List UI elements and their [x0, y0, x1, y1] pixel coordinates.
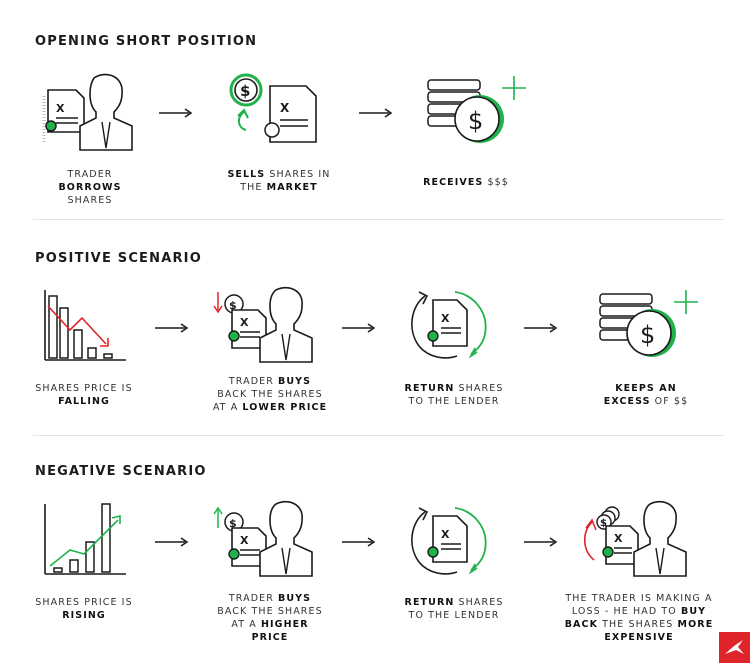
step-caption-return: RETURN SHARES TO THE LENDER	[404, 597, 504, 621]
arrow-right-icon	[342, 537, 376, 547]
step-caption-return: RETURN SHARES TO THE LENDER	[404, 383, 504, 407]
section-title-negative: NEGATIVE SCENARIO	[35, 464, 207, 479]
step-caption-buys-higher: TRADER BUYS BACK THE SHARES AT A HIGHER …	[217, 593, 323, 643]
section-title-opening: OPENING SHORT POSITION	[35, 34, 258, 49]
trader-with-document-icon: X	[42, 73, 133, 151]
section-divider	[33, 435, 723, 436]
coin-stack-plus-icon: $	[427, 76, 526, 143]
svg-text:X: X	[240, 534, 249, 547]
step-caption-receives: RECEIVES $$$	[423, 177, 509, 188]
arrow-right-icon	[342, 323, 376, 333]
arrow-right-icon	[155, 537, 189, 547]
arrow-right-icon	[524, 537, 558, 547]
svg-text:X: X	[280, 101, 290, 115]
sell-document-icon: $ X	[229, 73, 317, 143]
step-caption-borrows: TRADER BORROWS SHARES	[58, 169, 122, 206]
svg-text:$: $	[229, 299, 237, 312]
step-caption-rising: SHARES PRICE IS RISING	[35, 597, 133, 621]
arrow-right-icon	[159, 108, 193, 118]
svg-text:X: X	[56, 102, 65, 115]
trader-loss-icon: $ X	[583, 500, 687, 577]
svg-text:$: $	[468, 107, 483, 135]
svg-text:X: X	[441, 312, 450, 325]
step-caption-sells: SELLS SHARES IN THE MARKET	[227, 169, 331, 193]
svg-text:$: $	[240, 82, 250, 100]
svg-text:$: $	[640, 321, 655, 349]
arrow-right-icon	[359, 108, 393, 118]
brand-logo-icon	[719, 632, 750, 663]
step-caption-falling: SHARES PRICE IS FALLING	[35, 383, 133, 407]
falling-chart-icon	[44, 290, 126, 361]
coin-stack-plus-icon: $	[599, 290, 698, 357]
trader-buys-lower-icon: $ X	[213, 286, 313, 363]
svg-text:X: X	[614, 532, 623, 545]
trader-buys-higher-icon: $ X	[213, 500, 313, 577]
svg-text:$: $	[229, 517, 237, 530]
section-divider	[33, 219, 723, 220]
return-document-icon: X	[411, 291, 487, 359]
svg-text:X: X	[240, 316, 249, 329]
section-title-positive: POSITIVE SCENARIO	[35, 251, 202, 266]
return-document-icon: X	[411, 507, 487, 575]
arrow-right-icon	[524, 323, 558, 333]
svg-text:X: X	[441, 528, 450, 541]
step-caption-keeps-excess: KEEPS AN EXCESS OF $$	[603, 383, 689, 407]
rising-chart-icon	[44, 503, 126, 575]
svg-text:$: $	[600, 518, 607, 529]
step-caption-loss: THE TRADER IS MAKING A LOSS - HE HAD TO …	[564, 593, 714, 643]
step-caption-buys-lower: TRADER BUYS BACK THE SHARES AT A LOWER P…	[212, 376, 328, 413]
arrow-right-icon	[155, 323, 189, 333]
